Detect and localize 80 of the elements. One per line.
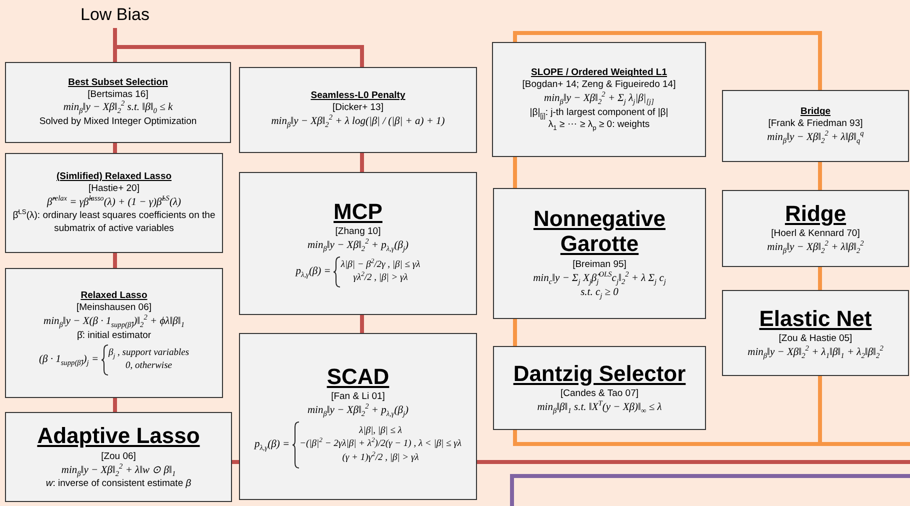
method-card	[239, 67, 477, 153]
citation: [Bertsimas 16]	[88, 88, 148, 100]
connector-line	[818, 162, 822, 190]
connector-line	[477, 460, 910, 464]
note: |β|$_{[j]}$: j-th largest component of |β|	[530, 106, 668, 120]
method-card	[5, 268, 223, 398]
formula: min$_{β}$‖y − Xβ‖$_{2}$$^{2}$ + Σ$_{j}$ λ$_{j}$|β|$_{[j]}$	[544, 92, 654, 107]
method-card	[5, 153, 223, 253]
formula: min$_{c}$‖y − Σ$_{j}$ X$_{j}$β̂$_{j}$$^{OLS}$c$_{j}$‖$_{2}$$^{2}$ + λ Σ$_{j}$ c$_{j}$	[533, 272, 666, 286]
method-title: Relaxed Lasso	[80, 290, 148, 302]
connector-line	[232, 460, 239, 464]
case-formula: λ|β| − β$^{2}$/2γ , |β| ≤ γλ	[340, 258, 420, 272]
connector-line	[360, 153, 364, 172]
case-formula: γλ$^{2}$/2 , |β| > γλ	[353, 272, 408, 285]
citation: [Hoerl & Kennard 70]	[771, 228, 860, 240]
method-title: (Simlified) Relaxed Lasso	[56, 170, 172, 182]
connector-line	[513, 31, 822, 90]
citation: [Candes & Tao 07]	[560, 388, 638, 400]
formula: (β · 1$_{supp(β̂)}$)$_{j}$ =	[38, 352, 99, 368]
case-formula: 0, otherwise	[126, 360, 172, 373]
citation: [Zhang 10]	[335, 226, 381, 238]
method-title: Nonnegative Garotte	[532, 206, 667, 257]
citation: [Zou 06]	[101, 450, 136, 464]
formula: min$_{β}$‖y − Xβ‖$_{2}$$^{2}$ + p$_{λ,γ}$(β$_{j}$)	[307, 239, 409, 254]
method-card	[239, 172, 477, 315]
formula: min$_{β}$‖y − Xβ‖$_{2}$$^{2}$ s.t. ‖β‖$_{0}$ ≤ k	[63, 101, 173, 116]
method-title: Ridge	[784, 201, 846, 226]
connector-line	[513, 319, 517, 346]
note: w: inverse of consistent estimate β	[46, 478, 192, 491]
method-card	[5, 62, 231, 143]
method-card	[493, 346, 706, 430]
method-title: Adaptive Lasso	[37, 423, 200, 449]
connector-line	[818, 267, 822, 290]
method-title: MCP	[334, 199, 382, 224]
method-title: Dantzig Selector	[513, 360, 686, 386]
case-formula: β$_{j}$ , support variables	[108, 346, 190, 360]
formula: s.t. c$_{j}$ ≥ 0	[580, 286, 618, 301]
citation: [Frank & Friedman 93]	[768, 118, 863, 130]
formula: min$_{β}$‖y − Xβ‖$_{2}$$^{2}$ + p$_{λ,γ}$(β$_{j}$)	[307, 404, 409, 419]
method-card	[722, 90, 909, 162]
method-card	[493, 188, 706, 319]
formula: p$_{λ,γ}$(β) =	[254, 438, 290, 452]
case-formula: λ|β|, |β| ≤ λ	[359, 424, 402, 438]
citation: [Zou & Hastie 05]	[778, 332, 852, 346]
method-card	[5, 412, 232, 502]
method-card	[722, 290, 909, 376]
formula: min$_{β}$‖β‖$_{1}$ s.t. ‖X$^{T}$(y − Xβ)‖$_{∞}$ ≤ λ	[537, 400, 662, 416]
citation: [Hastie+ 20]	[88, 182, 140, 195]
connector-line	[513, 157, 517, 188]
citation: [Breiman 95]	[572, 258, 626, 272]
connector-line	[113, 28, 364, 67]
connector-line	[113, 253, 117, 268]
connector-line	[360, 315, 364, 333]
method-card	[722, 190, 909, 267]
bias-label: Low Bias	[60, 2, 170, 28]
method-title: Bridge	[800, 106, 831, 118]
connector-line	[113, 143, 117, 153]
formula: p$_{λ,γ}$(β) =	[296, 264, 331, 280]
connector-line	[113, 398, 117, 412]
note: β̂: initial estimator	[76, 330, 152, 342]
citation: [Meinshausen 06]	[76, 302, 152, 314]
method-title: Elastic Net	[759, 306, 872, 331]
note: λ$_{1}$ ≥ ⋯ ≥ λ$_{p}$ ≥ 0: weights	[548, 119, 650, 132]
method-title: SCAD	[326, 364, 390, 390]
note: Solved by Mixed Integer Optimization	[39, 116, 197, 128]
citation: [Bogdan+ 14; Zeng & Figueiredo 14]	[522, 79, 676, 92]
method-card	[492, 42, 706, 157]
citation: [Dicker+ 13]	[332, 102, 384, 116]
method-title: Best Subset Selection	[68, 76, 168, 88]
case-formula: (γ + 1)γ$^{2}$/2 , |β| > γλ	[342, 452, 419, 465]
formula: β̂$^{relax}$ = γβ̂$^{lasso}$(λ) + (1 − γ)β̂$^{LS}$(λ)	[46, 196, 181, 210]
method-card	[239, 333, 477, 500]
citation: [Fan & Li 01]	[331, 391, 385, 404]
method-title: SLOPE / Ordered Weighted L1	[530, 67, 667, 78]
note: β̂$^{LS}$(λ): ordinary least squares coefficients on the submatrix of active variables	[12, 210, 216, 236]
formula: min$_{β}$‖y − Xβ‖$_{2}$$^{2}$ + λ‖w ⊙ β‖$_{1}$	[61, 464, 176, 478]
formula: min$_{β}$‖y − X(β · 1$_{supp(β̂)}$)‖$_{2}$$^{2}$ + ϕλ‖β‖$_{1}$	[44, 314, 184, 330]
method-title: Seamless-L0 Penalty	[310, 90, 406, 102]
formula: min$_{β}$‖y − Xβ‖$_{2}$$^{2}$ + λ log(|β| / (|β| + a) + 1)	[271, 115, 445, 130]
case-formula: −(|β|$^{2}$ − 2γλ|β| + λ$^{2}$)/2(γ − 1) , λ < |β| ≤ γλ	[300, 438, 462, 452]
